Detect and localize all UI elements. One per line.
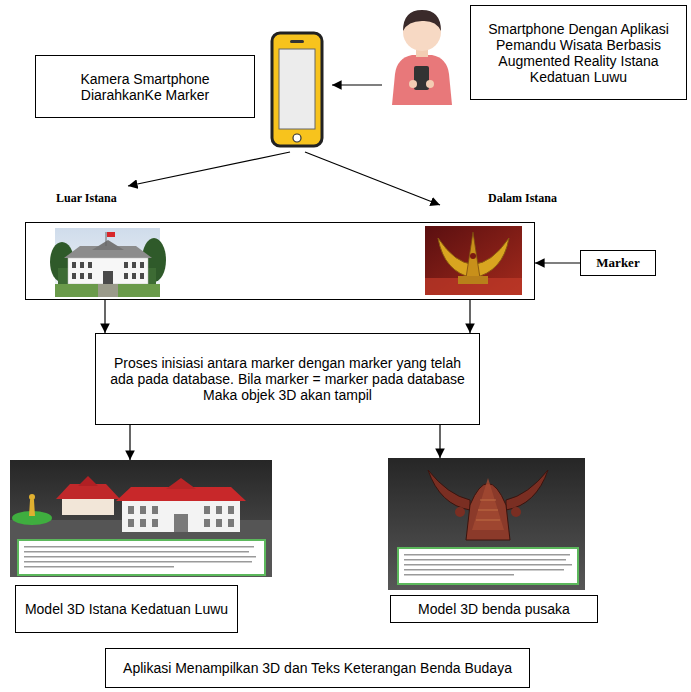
pointer-arrow [332, 84, 382, 85]
split-arrow [305, 152, 440, 205]
marker-heading: Luar Istana [56, 191, 117, 205]
flow-arrow [104, 300, 105, 333]
process-box: Proses inisiasi antara marker dengan mar… [95, 333, 480, 425]
box-text: Aplikasi Menampilkan 3D dan Teks Keteran… [123, 660, 512, 676]
box-text: Proses inisiasi antara marker dengan mar… [104, 355, 471, 403]
model-figure: Model 3D Istana Kedatuan Luwu [10, 460, 272, 633]
flow-arrow [439, 425, 440, 458]
heirloom-3d-render [388, 458, 585, 590]
caption-box: Model 3D Istana Kedatuan Luwu [15, 585, 238, 633]
box-text: Smartphone Dengan Aplikasi Pemandu Wisat… [479, 21, 678, 85]
result-box: Aplikasi Menampilkan 3D dan Teks Keteran… [105, 648, 530, 688]
box-text: Marker [596, 255, 639, 271]
note-box: Smartphone Dengan Aplikasi Pemandu Wisat… [470, 5, 687, 100]
box-text: Kamera Smartphone DiarahkanKe Marker [44, 71, 246, 103]
caption-box: Model 3D benda pusaka [390, 595, 598, 623]
marker-group: Luar IstanaDalam Istana [25, 222, 535, 300]
flow-arrow [129, 425, 130, 460]
phone-icon [272, 33, 322, 146]
note-box: Kamera Smartphone DiarahkanKe Marker [35, 55, 255, 118]
box-text: Model 3D benda pusaka [418, 601, 570, 617]
label-box: Marker [580, 250, 656, 276]
palace-3d-render [10, 460, 272, 577]
heirloom-photo [425, 226, 522, 295]
split-arrow [128, 152, 290, 186]
marker-heading: Dalam Istana [488, 191, 557, 205]
flow-arrow [535, 262, 580, 263]
palace-photo [50, 228, 166, 297]
flow-arrow [469, 300, 470, 333]
box-text: Model 3D Istana Kedatuan Luwu [25, 601, 228, 617]
person-icon [392, 10, 452, 105]
model-figure: Model 3D benda pusaka [388, 458, 598, 623]
